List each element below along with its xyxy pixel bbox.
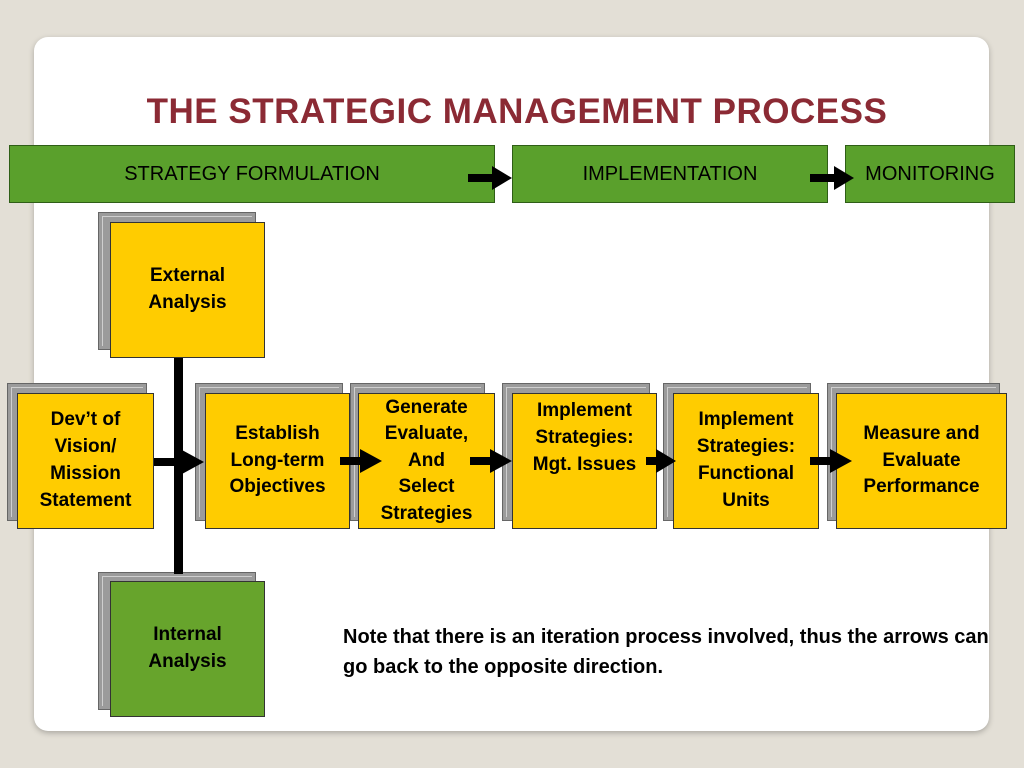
phase-monitoring: MONITORING — [845, 145, 1015, 203]
phase-strategy-formulation: STRATEGY FORMULATION — [9, 145, 495, 203]
functional-units-box: Implement Strategies: Functional Units — [673, 393, 819, 529]
flow-arrow-mgt-icon — [646, 449, 676, 473]
flow-arrow-vision-icon — [154, 450, 204, 474]
measure-performance-box: Measure and Evaluate Performance — [836, 393, 1007, 529]
phase-implementation: IMPLEMENTATION — [512, 145, 828, 203]
mgt-issues-box: Implement Strategies: Mgt. Issues — [512, 393, 657, 529]
flow-arrow-objectives-icon — [340, 449, 382, 473]
external-analysis-box: External Analysis — [110, 222, 265, 358]
phase-arrow-2-icon — [810, 166, 854, 190]
flow-arrow-generate-icon — [470, 449, 512, 473]
internal-analysis-box: Internal Analysis — [110, 581, 265, 717]
phase-arrow-1-icon — [468, 166, 512, 190]
slide-title: THE STRATEGIC MANAGEMENT PROCESS — [146, 92, 888, 131]
vision-mission-box: Dev’t of Vision/ Mission Statement — [17, 393, 154, 529]
iteration-note: Note that there is an iteration process … — [343, 626, 989, 678]
long-term-objectives-box: Establish Long-term Objectives — [205, 393, 350, 529]
flow-arrow-functional-icon — [810, 449, 852, 473]
